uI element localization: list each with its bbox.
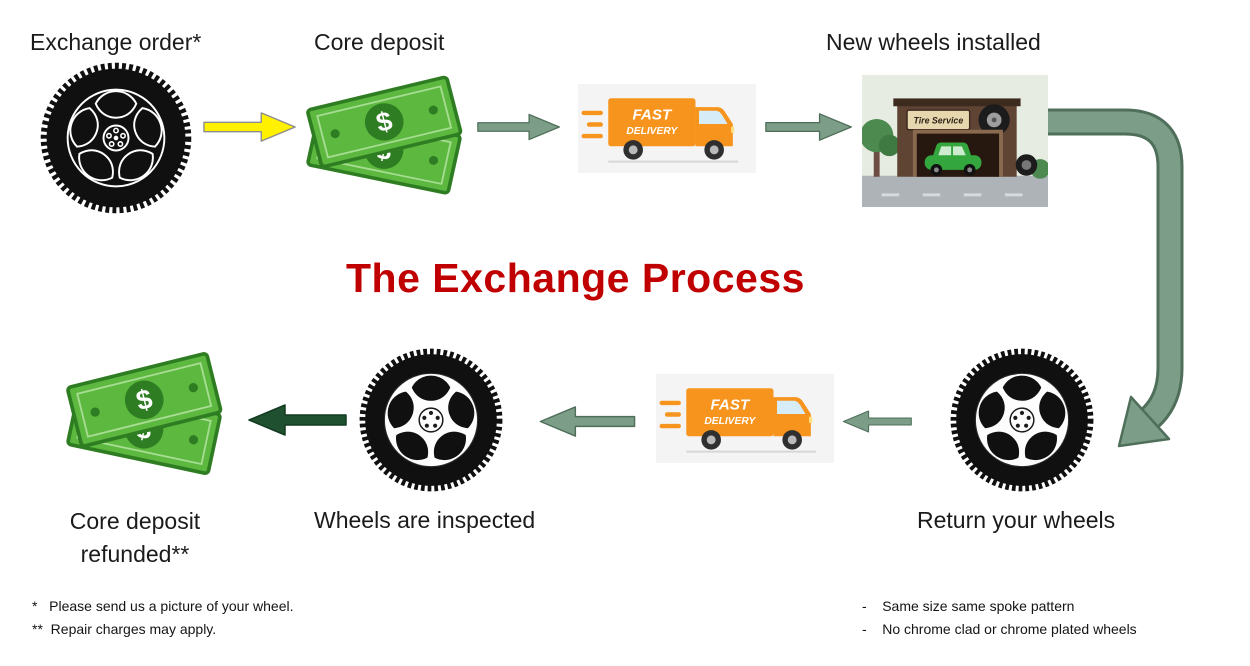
fast-delivery-truck-icon [656, 374, 834, 463]
tire-shop-illustration [862, 74, 1048, 208]
footnote-same-size-spoke: - Same size same spoke pattern [862, 598, 1075, 614]
arrow-order-to-deposit [203, 112, 296, 142]
exchange-order-wheel-icon [38, 60, 194, 216]
arrow-return-to-shipping-back [842, 410, 912, 433]
outbound-delivery-truck-illustration [578, 84, 756, 173]
core-deposit-label: Core deposit [314, 29, 445, 55]
refund-money-icon [52, 342, 236, 489]
fast-delivery-truck-icon [578, 84, 756, 173]
footnotes-left: * Please send us a picture of your wheel… [32, 595, 293, 641]
return-your-wheels-label: Return your wheels [917, 507, 1116, 533]
footnote-repair-charges: ** Repair charges may apply. [32, 621, 217, 637]
arrow-inspection-to-refund [248, 404, 347, 436]
core-deposit-money-icon [292, 66, 476, 208]
footnote-no-chrome: - No chrome clad or chrome plated wheels [862, 621, 1137, 637]
arrow-shipping-back-to-inspection [539, 406, 636, 437]
arrow-deposit-to-shipping [477, 113, 560, 141]
footnotes-right: - Same size same spoke pattern - No chro… [862, 595, 1137, 641]
inspected-wheel-icon [357, 346, 505, 494]
arrow-shipping-to-install [765, 113, 852, 141]
core-deposit-refunded-label: Core deposit refunded** [33, 505, 237, 571]
core-deposit-refunded-line1: Core deposit [69, 508, 201, 534]
return-delivery-truck-illustration [656, 374, 834, 463]
wheels-are-inspected-label: Wheels are inspected [314, 507, 536, 533]
footnote-picture-of-wheel: * Please send us a picture of your wheel… [32, 598, 294, 614]
core-deposit-refunded-line2: refunded** [80, 541, 190, 567]
new-wheels-installed-label: New wheels installed [826, 29, 1041, 55]
arrow-install-to-return [1015, 108, 1184, 448]
page-title: The Exchange Process [346, 255, 805, 301]
exchange-order-label: Exchange order* [30, 29, 202, 55]
